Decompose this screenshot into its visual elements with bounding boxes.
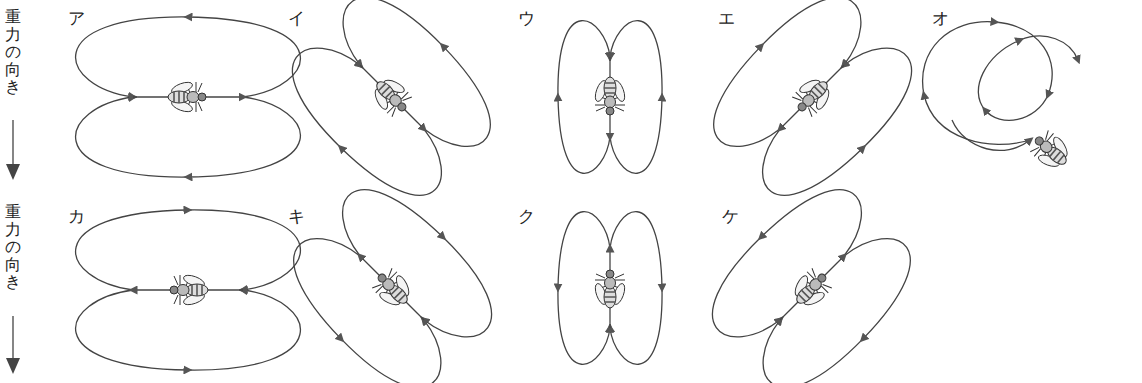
- waggle-dance-figure: [693, 0, 931, 216]
- waggle-dance-figure: [76, 17, 301, 177]
- panel-letter: イ: [288, 10, 305, 27]
- gravity-arrow: [6, 120, 20, 180]
- panel-letter: エ: [718, 10, 735, 27]
- axis-label: 重力の向き: [5, 203, 21, 291]
- waggle-dance-figure: [76, 210, 301, 370]
- gravity-arrow: [6, 316, 20, 374]
- axis-label: 重力の向き: [5, 8, 21, 96]
- panel-letter: ク: [518, 208, 535, 225]
- waggle-dance-figure: [558, 212, 662, 365]
- waggle-dance-figure: [273, 0, 511, 216]
- panel-letter: オ: [932, 10, 949, 27]
- panel-letter: ウ: [518, 10, 535, 27]
- waggle-dance-figure: [693, 169, 931, 383]
- panel-letter: ケ: [722, 208, 739, 225]
- panel-letter: カ: [68, 208, 85, 225]
- waggle-dance-figure: [273, 169, 511, 383]
- panel-letter: キ: [288, 208, 305, 225]
- waggle-dance-figure: [558, 21, 662, 174]
- panel-letter: ア: [68, 10, 85, 27]
- round-dance-figure: [923, 22, 1078, 176]
